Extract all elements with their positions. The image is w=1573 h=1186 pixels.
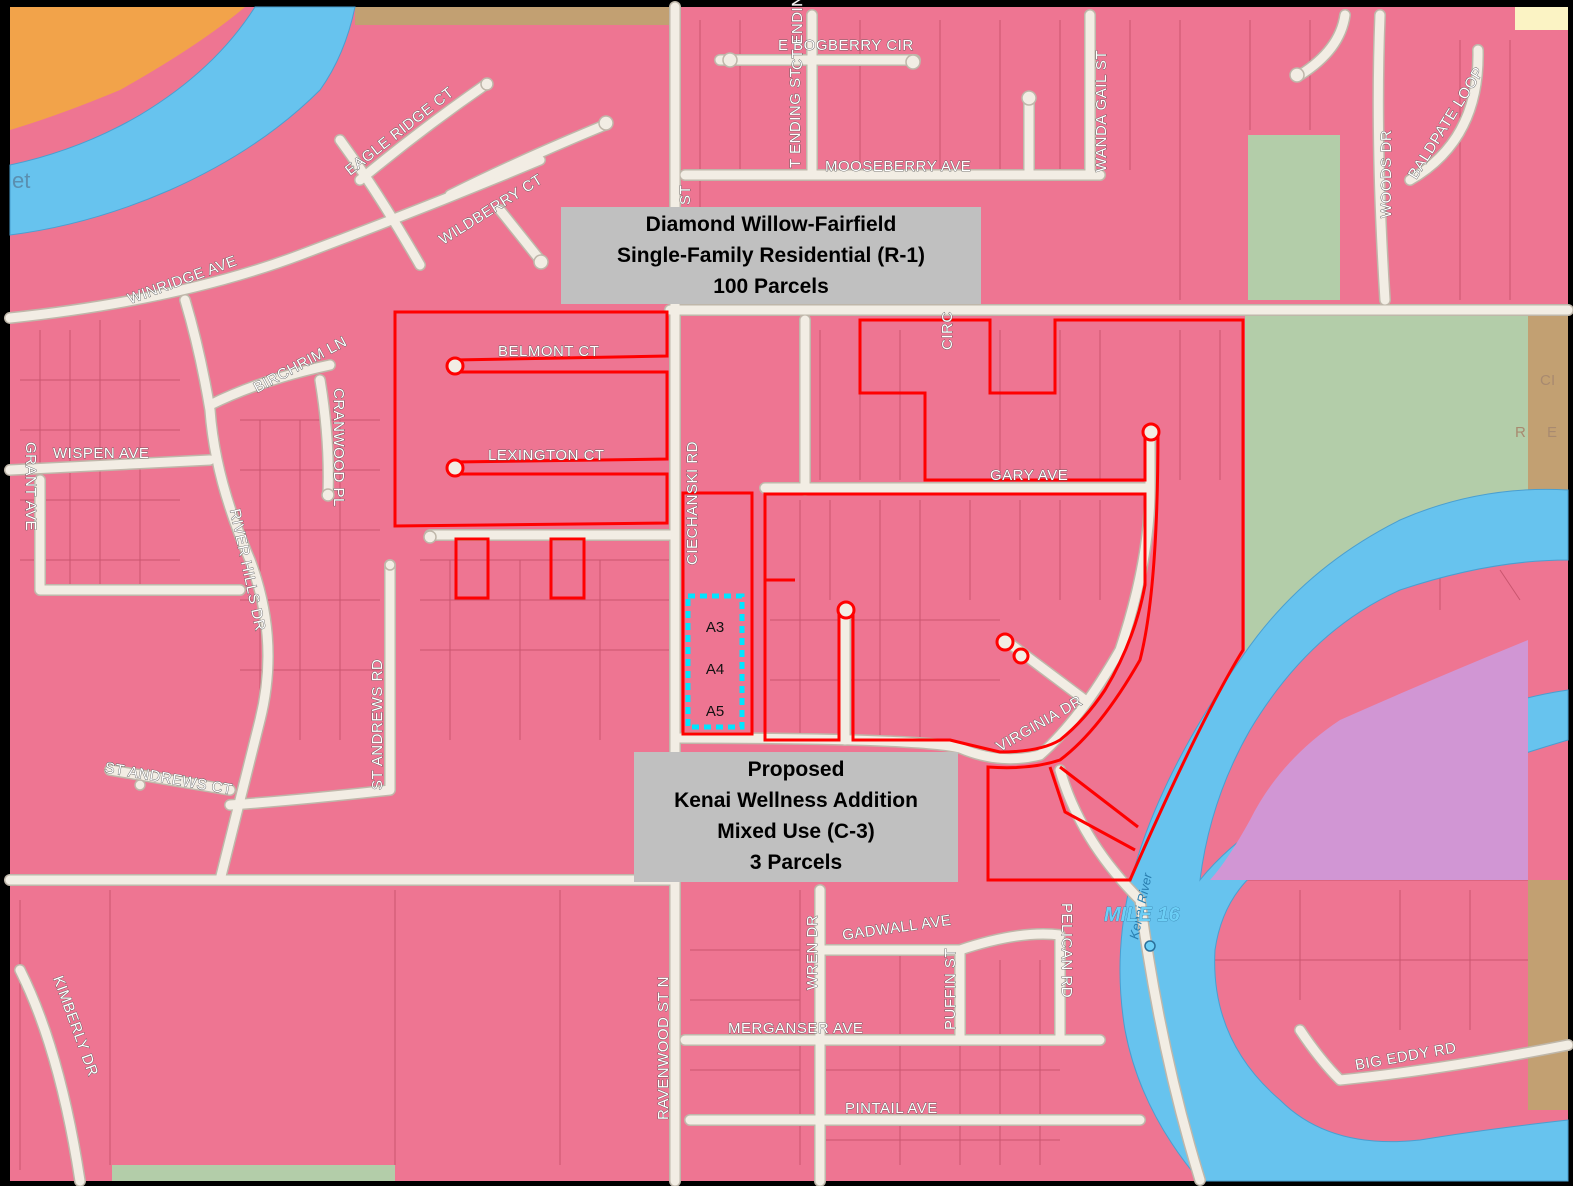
- street-label-st-partial: ST: [677, 185, 694, 205]
- c3-proposed-callout: Proposed Kenai Wellness Addition Mixed U…: [634, 752, 958, 882]
- r1-zoning-callout: Diamond Willow-Fairfield Single-Family R…: [561, 207, 981, 304]
- street-label-puffin-st: PUFFIN ST: [942, 948, 959, 1030]
- r1-cul-de-sac-markers: [445, 356, 1161, 665]
- faint-label-e: E: [1547, 424, 1557, 441]
- c3-callout-zoning: Mixed Use (C-3): [717, 820, 875, 843]
- street-label-merganser-ave: MERGANSER AVE: [728, 1020, 863, 1037]
- kenai-river: [1119, 488, 1569, 1182]
- street-label-woods-dr: WOODS DR: [1378, 130, 1395, 218]
- street-label-wanda-gail-st: WANDA GAIL ST: [1093, 50, 1110, 172]
- tan-zone-top: [355, 7, 670, 25]
- parcel-a5-label: A5: [706, 703, 724, 720]
- faint-label-c: C: [1540, 372, 1551, 389]
- street-label-st-andrews-rd: ST ANDREWS RD: [369, 659, 386, 790]
- street-label-ciechanski-rd: CIECHANSKI RD: [684, 441, 701, 565]
- green-zone-north: [1248, 135, 1340, 300]
- c3-callout-status: Proposed: [747, 758, 845, 781]
- tan-zone-east: [1528, 312, 1568, 500]
- tan-zone-southeast: [1528, 880, 1568, 1110]
- street-label-pintail-ave: PINTAIL AVE: [845, 1100, 938, 1117]
- street-label-grant-ave: GRANT AVE: [22, 442, 39, 531]
- street-label-e-bogberry-cir: E BOGBERRY CIR: [778, 37, 914, 54]
- r1-callout-title: Diamond Willow-Fairfield: [645, 213, 897, 236]
- river-northwest: [9, 6, 356, 236]
- mile-marker-label: MILE 16: [1104, 904, 1180, 926]
- parcel-a3-label: A3: [706, 619, 724, 636]
- r1-subdivision-outlines: [393, 310, 1245, 882]
- street-label-gary-ave: GARY AVE: [990, 467, 1068, 484]
- faint-label-left-edge: et: [12, 168, 30, 193]
- c3-callout-title: Kenai Wellness Addition: [674, 789, 918, 812]
- purple-zone: [1210, 640, 1528, 880]
- green-zone-east: [1245, 312, 1528, 660]
- street-label-cranwood-pl: CRANWOOD PL: [330, 388, 347, 507]
- green-zone-south: [112, 1165, 395, 1181]
- street-label-ravenwood-st-n: RAVENWOOD ST N: [655, 976, 672, 1120]
- street-label-wispen-ave: WISPEN AVE: [53, 445, 149, 462]
- r1-callout-zoning: Single-Family Residential (R-1): [616, 244, 926, 267]
- parcel-a4-label: A4: [706, 661, 724, 678]
- faint-label-i: I: [1551, 372, 1555, 389]
- street-label-t-ending-st: T ENDING ST: [787, 68, 804, 168]
- faint-label-r: R: [1515, 424, 1526, 441]
- street-label-wren-dr: WREN DR: [804, 915, 821, 990]
- proposed-parcels-outline: [685, 593, 745, 730]
- r1-callout-parcels: 100 Parcels: [713, 275, 829, 298]
- mile-marker-icon: [1144, 940, 1156, 952]
- parcel-lines: [19, 20, 1528, 1170]
- street-label-belmont-ct: BELMONT CT: [498, 343, 599, 360]
- street-label-pelican-rd: PELICAN RD: [1058, 903, 1075, 998]
- yellow-zone: [1515, 7, 1568, 30]
- street-label-ct-ending-st: CT ENDING ST: [789, 0, 806, 70]
- orange-zone: [10, 7, 245, 130]
- cul-de-sacs: [134, 52, 1305, 791]
- road-network: [4, 1, 1573, 1186]
- street-label-lexington-ct: LEXINGTON CT: [488, 447, 605, 464]
- street-label-mooseberry-ave: MOOSEBERRY AVE: [825, 158, 971, 175]
- street-label-circ: CIRC: [939, 311, 956, 350]
- c3-callout-parcels: 3 Parcels: [749, 851, 843, 874]
